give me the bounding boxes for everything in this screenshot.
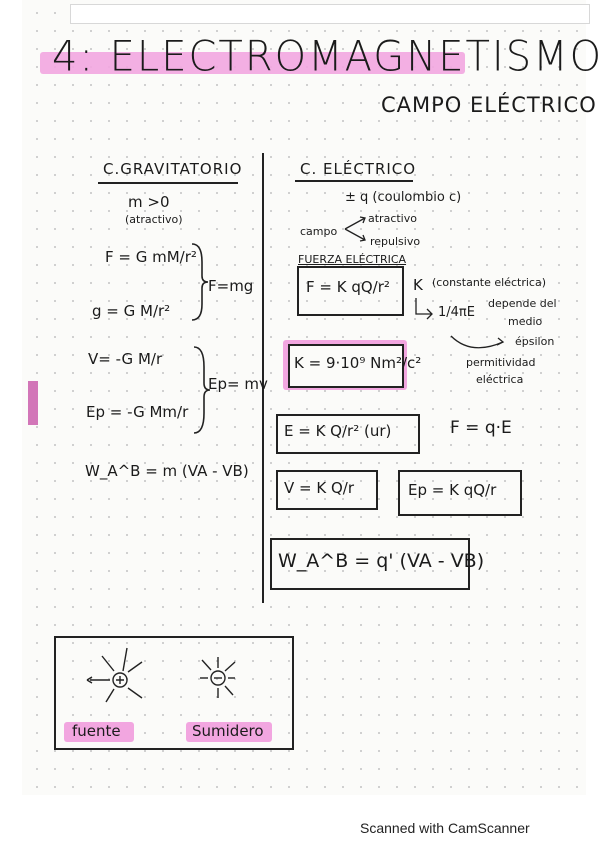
column-divider: [262, 153, 264, 603]
epsilon-arrow: [450, 335, 505, 349]
repulsivo-label: repulsivo: [370, 235, 421, 248]
k-value: K = 9·10⁹ Nm²/c²: [294, 354, 422, 372]
ep-mv: Ep= mv: [208, 375, 268, 393]
campo-label: campo: [300, 225, 338, 238]
brace-2: [193, 346, 211, 434]
sumidero-highlight: [186, 722, 272, 742]
mass-line: m >0: [128, 193, 170, 211]
permitividad-label: permitividad: [466, 356, 536, 369]
campo-arrows: [344, 216, 366, 242]
fuente-highlight: [64, 722, 134, 742]
electrico-heading: C. ELÉCTRICO: [300, 160, 417, 178]
potential-formula: V= -G M/r: [88, 350, 163, 368]
dot-grid: [22, 0, 586, 795]
e-field-box: [276, 414, 420, 454]
charge-line: ± q (coulombio c): [345, 190, 462, 205]
electrico-underline: [295, 180, 413, 182]
ep-formula: Ep = -G Mm/r: [86, 403, 189, 421]
gravitatorio-heading: C.GRAVITATORIO: [103, 160, 243, 178]
ep-box: [398, 470, 522, 516]
force-box: [297, 266, 404, 316]
ep-electric-formula: Ep = K qQ/r: [408, 481, 497, 499]
source-sink-diagram: [86, 647, 236, 703]
attractive-line: (atractivo): [125, 213, 183, 226]
scanner-footer: Scanned with CamScanner: [360, 820, 530, 836]
gravitatorio-underline: [98, 182, 238, 184]
sumidero-label: Sumidero: [192, 722, 264, 740]
depende-label: depende del: [488, 297, 557, 310]
atractivo-label: atractivo: [368, 212, 417, 225]
side-tag: [28, 381, 38, 425]
f-qe-formula: F = q·E: [450, 418, 512, 438]
page-title: 4: ELECTROMAGNETISMO: [52, 32, 599, 82]
k-desc: (constante eléctrica): [432, 276, 546, 289]
epsilon-label: épsilon: [515, 335, 555, 348]
f-mg: F=mg: [208, 277, 254, 295]
g-formula: g = G M/r²: [92, 302, 171, 320]
fuerza-label: FUERZA ELÉCTRICA: [298, 253, 407, 266]
title-highlight: [40, 52, 465, 74]
k-arrow: [415, 298, 433, 320]
k-value-box: [288, 344, 404, 388]
electrica-label: eléctrica: [476, 373, 524, 386]
work-box: [270, 538, 470, 590]
work-formula-grav: W_A^B = m (VA - VB): [85, 462, 249, 480]
page-subtitle: CAMPO ELÉCTRICO: [381, 93, 597, 117]
fuente-label: fuente: [72, 722, 121, 740]
v-box: [276, 470, 378, 510]
coulomb-formula: F = K qQ/r²: [306, 278, 390, 296]
k-label: K: [413, 276, 423, 294]
top-strip: [70, 4, 590, 24]
field-lines-box: [54, 636, 294, 750]
v-formula: V = K Q/r: [284, 479, 354, 497]
force-formula: F = G mM/r²: [105, 248, 197, 266]
medio-label: medio: [508, 315, 543, 328]
e-field-formula: E = K Q/r² (ur): [284, 422, 392, 440]
brace-1: [191, 243, 209, 321]
k-fraction: 1/4πE: [438, 305, 475, 320]
work-formula-elec: W_A^B = q' (VA - VB): [278, 550, 485, 572]
